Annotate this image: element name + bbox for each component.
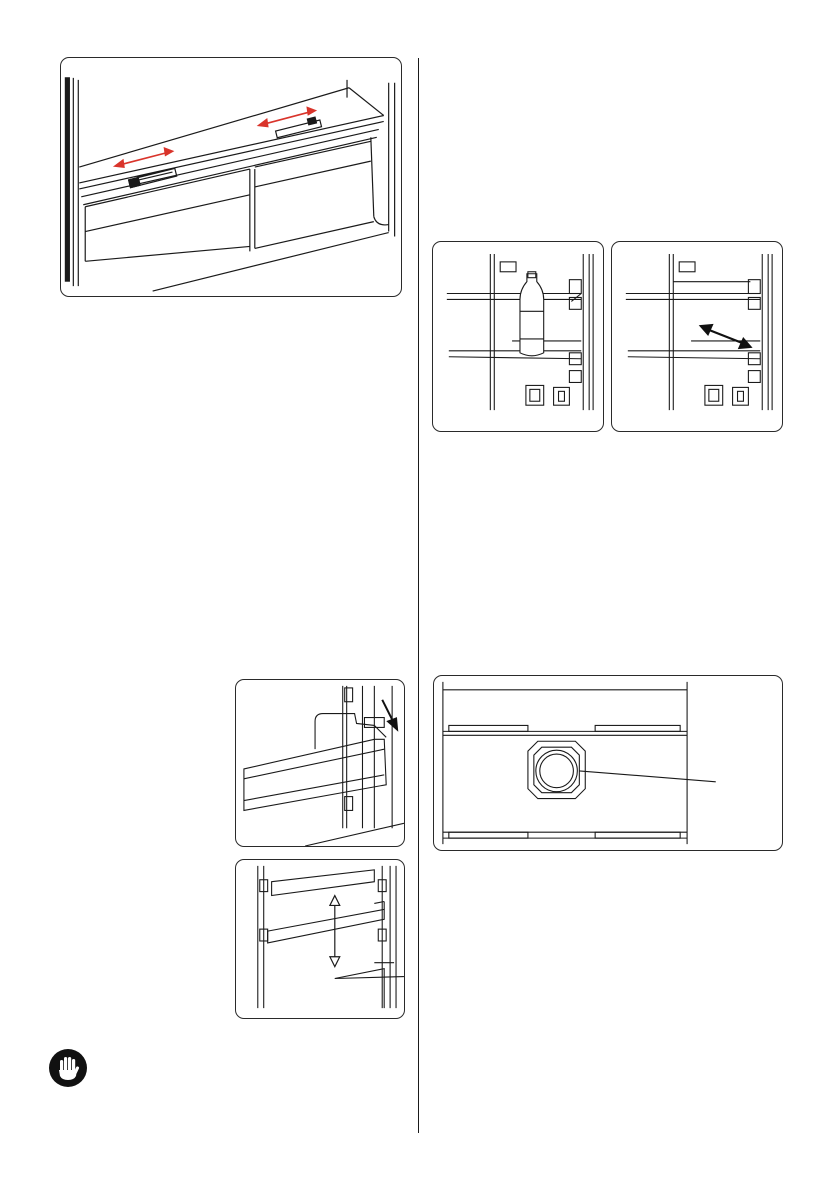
door-balcony-remove-figure <box>235 679 405 847</box>
shelf-bottle-figure <box>432 241 604 432</box>
crisper-cover-figure <box>60 57 402 297</box>
fan-cover-figure <box>433 675 783 851</box>
shelf-slide-figure <box>611 241 783 432</box>
column-divider <box>418 58 419 1133</box>
hand-stop-icon <box>48 1048 88 1088</box>
fan-grille-illustration <box>434 676 782 850</box>
door-balcony-adjust-figure <box>235 859 405 1019</box>
glass-shelf-slide-illustration <box>612 242 782 431</box>
door-balcony-adjust-illustration <box>236 860 404 1018</box>
sliding-vent-illustration <box>61 58 401 296</box>
glass-shelf-bottle-illustration <box>433 242 603 431</box>
door-balcony-illustration <box>236 680 404 846</box>
